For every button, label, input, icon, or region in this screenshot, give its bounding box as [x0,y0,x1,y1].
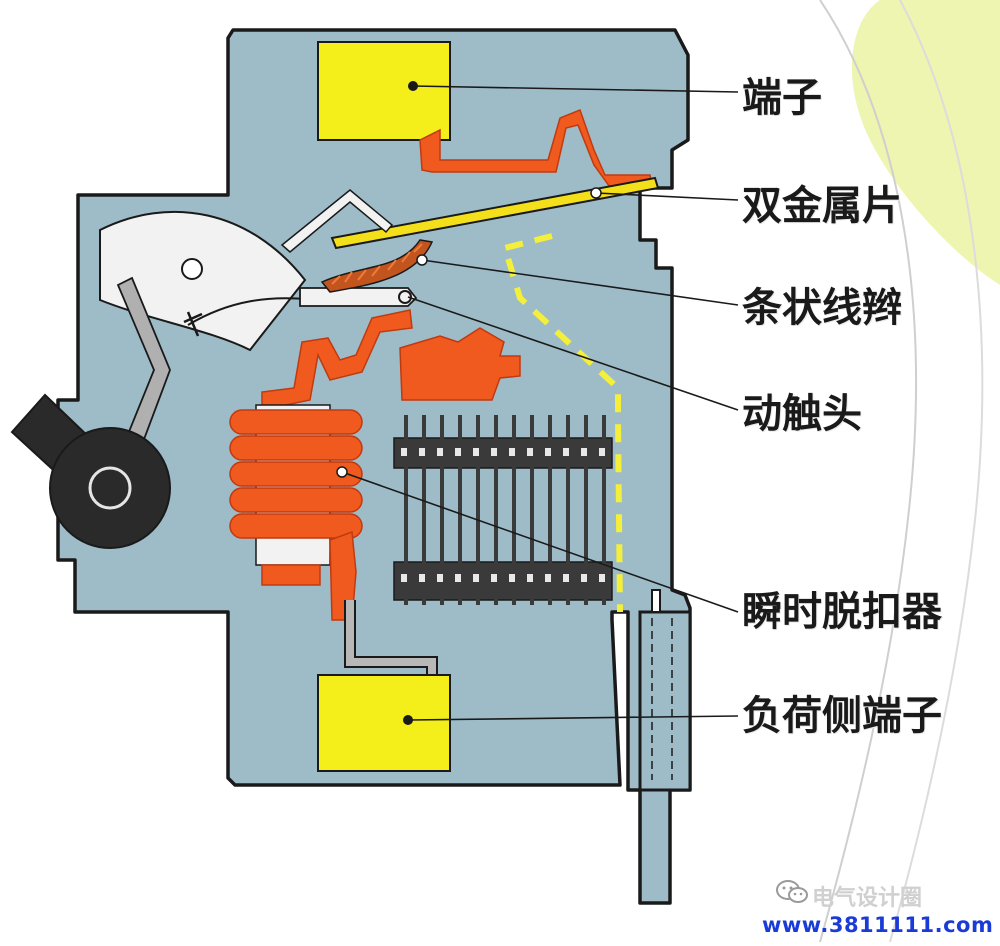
trip-link [280,189,394,253]
arc-runner-dashed [501,233,623,613]
load-terminal-block [317,674,451,772]
label-instant-trip: 瞬时脱扣器 [742,589,942,635]
cam-pivot [181,258,203,280]
coil-bottom-copper [261,564,321,586]
leader-lines [341,85,739,721]
bimetal-strip [330,176,660,250]
label-bimetal: 双金属片 [742,183,902,229]
operating-knob [49,427,171,549]
line-terminal-block [317,41,451,141]
braided-wire [320,239,434,293]
spring-anchor [183,311,203,337]
fixed-contact-copper [399,327,521,401]
arc-chute [393,415,613,605]
leader-dots [336,187,602,478]
moving-contact-arm [299,287,418,307]
wechat-icon [776,880,808,903]
trip-coil [229,409,363,539]
website-link[interactable]: www.3811111.com [762,913,994,937]
trip-plunger [329,530,357,621]
knob-center [88,466,132,510]
label-terminal: 端子 [742,75,822,121]
label-braided-wire: 条状线辫 [742,285,902,331]
background-arc-2 [889,0,984,943]
din-rail-clip [638,610,692,792]
label-load-terminal: 负荷侧端子 [742,693,942,739]
background-blob [851,0,1000,285]
load-wire-inner [346,600,436,680]
label-moving-contact: 动触头 [742,391,862,437]
background-arc-1 [819,0,917,943]
clip-notch [651,589,661,613]
din-rail-clip-dashed [651,618,673,780]
watermark-text: 电气设计圈 [812,886,923,911]
moving-contact-pivot [398,290,412,304]
braided-wire-texture [331,243,423,285]
